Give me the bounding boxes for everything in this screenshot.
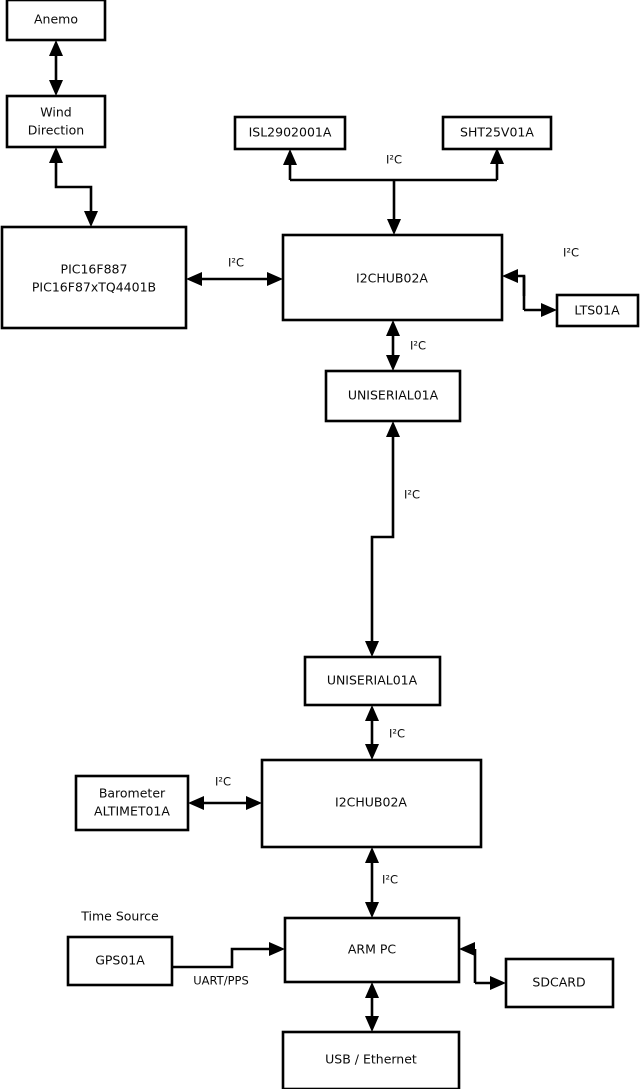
- node-label-pic-line2: PIC16F87xTQ4401B: [32, 280, 156, 295]
- node-label-sht: SHT25V01A: [460, 125, 534, 140]
- node-label-uniserial-bottom: UNISERIAL01A: [327, 673, 418, 688]
- node-label-gps: GPS01A: [95, 953, 145, 968]
- edge-hub-top-sensors: I²C: [283, 148, 504, 235]
- arrow-left-icon: [502, 269, 518, 283]
- arrow-up-icon: [365, 847, 379, 863]
- node-label-sdcard: SDCARD: [532, 975, 585, 990]
- edge-hub-top-uniserial-top: I²C: [386, 320, 426, 371]
- node-barometer-altimet01a[interactable]: Barometer ALTIMET01A: [74, 774, 190, 832]
- node-i2chub02a-bottom[interactable]: I2CHUB02A: [260, 758, 483, 849]
- edge-label-barometer-hub: I²C: [215, 775, 231, 789]
- node-gps01a[interactable]: GPS01A: [66, 935, 174, 987]
- edge-gps-armpc: UART/PPS: [172, 942, 285, 988]
- edge-label-uniserial-hub: I²C: [389, 727, 405, 741]
- node-label-barometer-line2: ALTIMET01A: [94, 804, 170, 819]
- node-usb-ethernet[interactable]: USB / Ethernet: [281, 1030, 461, 1089]
- node-sht25v01a[interactable]: SHT25V01A: [441, 115, 553, 151]
- edge-label-pic-hub: I²C: [228, 256, 244, 270]
- edge-uniserial-uniserial: I²C: [365, 421, 420, 657]
- edge-pic-hub-top: I²C: [186, 256, 283, 286]
- arrow-up-icon: [386, 421, 400, 437]
- node-lts01a[interactable]: LTS01A: [555, 293, 640, 328]
- arrow-right-icon: [267, 272, 283, 286]
- edge-label-hub-armpc: I²C: [382, 873, 398, 887]
- arrow-up-icon: [386, 320, 400, 336]
- node-isl2902001a[interactable]: ISL2902001A: [233, 115, 347, 151]
- arrow-right-icon: [269, 942, 285, 956]
- node-label-barometer-line1: Barometer: [99, 786, 166, 801]
- arrow-up-icon: [49, 147, 63, 163]
- arrow-down-icon: [49, 80, 63, 96]
- arrow-up-icon: [49, 40, 63, 56]
- node-pic16f887[interactable]: PIC16F887 PIC16F87xTQ4401B: [0, 225, 188, 330]
- arrow-right-icon: [541, 303, 557, 317]
- edge-hub-bot-armpc: I²C: [365, 847, 398, 918]
- edge-hub-top-lts: I²C: [502, 246, 579, 317]
- arrow-down-icon: [365, 902, 379, 918]
- arrow-up-icon: [490, 148, 504, 164]
- arrow-down-icon: [387, 219, 401, 235]
- edge-barometer-hub-bot: I²C: [188, 775, 262, 810]
- node-uniserial01a-top[interactable]: UNISERIAL01A: [324, 369, 462, 423]
- node-label-pic-line1: PIC16F887: [61, 262, 128, 277]
- node-uniserial01a-bottom[interactable]: UNISERIAL01A: [303, 655, 442, 707]
- node-label-lts: LTS01A: [574, 303, 620, 318]
- arrow-up-icon: [283, 149, 297, 165]
- arrow-left-icon: [459, 942, 475, 956]
- node-sdcard[interactable]: SDCARD: [504, 957, 615, 1009]
- node-label-usb-ethernet: USB / Ethernet: [325, 1052, 417, 1067]
- arrow-down-icon: [365, 1016, 379, 1032]
- node-label-uniserial-top: UNISERIAL01A: [348, 388, 439, 403]
- edge-armpc-usbeth: [365, 982, 379, 1032]
- arrow-left-icon: [188, 796, 204, 810]
- node-i2chub02a-top[interactable]: I2CHUB02A: [281, 233, 504, 322]
- node-label-anemo: Anemo: [34, 12, 78, 27]
- arrow-down-icon: [365, 744, 379, 760]
- arrow-left-icon: [186, 272, 202, 286]
- edge-label-uniserial-link: I²C: [404, 488, 420, 502]
- arrow-up-icon: [365, 982, 379, 998]
- edge-wind-direction-pic: [49, 147, 98, 227]
- node-label-wind-direction-line2: Direction: [28, 123, 84, 138]
- arrow-down-icon: [386, 355, 400, 371]
- arrow-down-icon: [84, 211, 98, 227]
- edge-uniserial-bot-hub-bot: I²C: [365, 705, 405, 760]
- node-label-isl: ISL2902001A: [249, 125, 332, 140]
- edge-label-hub-lts: I²C: [563, 246, 579, 260]
- edge-label-gps-armpc: UART/PPS: [193, 974, 249, 988]
- arrow-up-icon: [365, 705, 379, 721]
- edge-label-hub-sensors: I²C: [386, 153, 402, 167]
- node-arm-pc[interactable]: ARM PC: [283, 916, 461, 984]
- node-anemo[interactable]: Anemo: [5, 0, 107, 42]
- arrow-right-icon: [246, 796, 262, 810]
- node-label-hub-bottom: I2CHUB02A: [335, 795, 407, 810]
- label-time-source: Time Source: [80, 909, 159, 924]
- node-wind-direction[interactable]: Wind Direction: [5, 94, 107, 149]
- arrow-right-icon: [490, 976, 506, 990]
- node-label-wind-direction-line1: Wind: [40, 105, 71, 120]
- edge-anemo-wind-direction: [49, 40, 63, 96]
- edge-armpc-sdcard: [459, 942, 506, 990]
- arrow-down-icon: [365, 641, 379, 657]
- edge-label-hub-uniserial: I²C: [410, 339, 426, 353]
- node-label-arm-pc: ARM PC: [348, 942, 397, 957]
- node-label-hub-top: I2CHUB02A: [356, 271, 428, 286]
